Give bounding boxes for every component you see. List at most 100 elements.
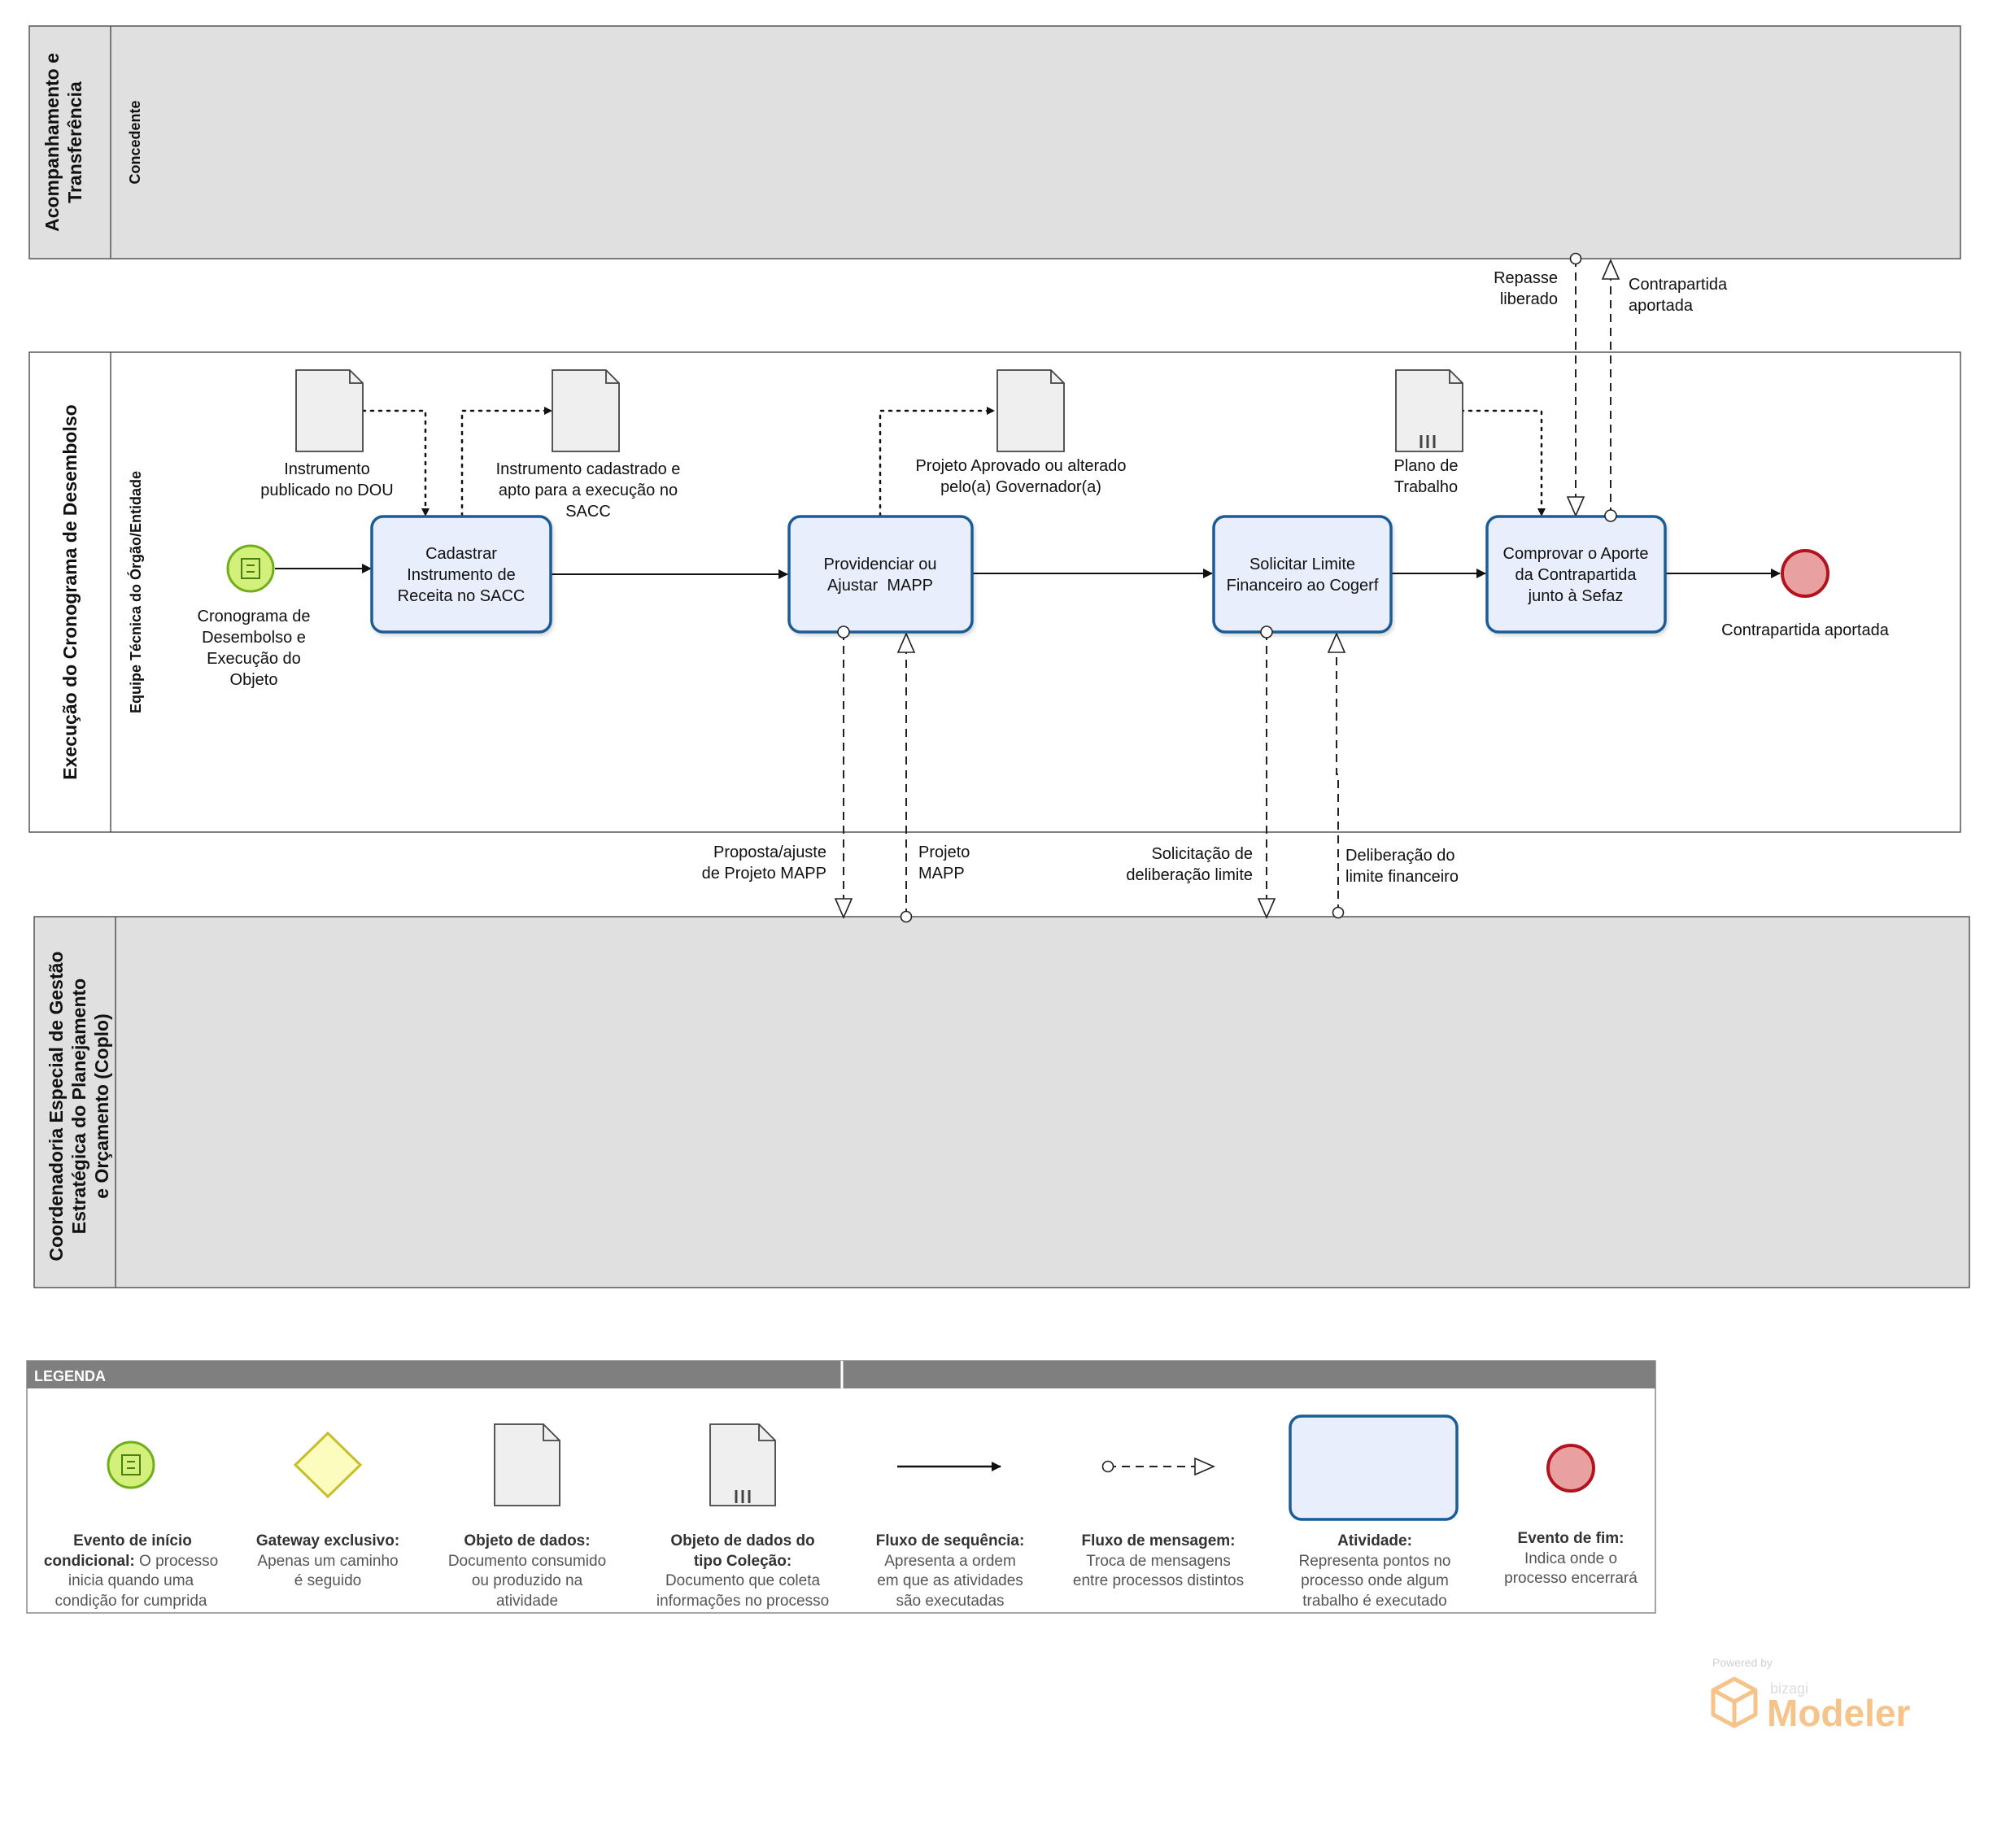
- collection-icon: [1420, 435, 1436, 448]
- instrumento-publicado-label-2: publicado no DOU: [260, 482, 393, 499]
- task-solicitar-line-2: Financeiro ao Cogerf: [1227, 577, 1379, 595]
- legend-activity-desc-3: trabalho é executado: [1302, 1593, 1446, 1610]
- task-comprovar-line-1: Comprovar o Aporte: [1503, 545, 1649, 563]
- task-providenciar[interactable]: Providenciar ou Ajustar MAPP: [787, 515, 974, 634]
- legend-sequence-title: Fluxo de sequência:: [876, 1532, 1025, 1549]
- data-object-instrumento-publicado[interactable]: [295, 369, 364, 452]
- msg-proposta-label-1: Proposta/ajuste: [713, 843, 826, 861]
- assoc-instrumento-publicado[interactable]: [361, 409, 430, 517]
- projeto-aprovado-label-1: Projeto Aprovado ou alterado: [915, 457, 1126, 475]
- plano-trabalho-label-2: Trabalho: [1394, 478, 1458, 496]
- legend-activity-title: Atividade:: [1337, 1532, 1412, 1549]
- task-cadastrar[interactable]: Cadastrar Instrumento de Receita no SACC: [370, 515, 552, 634]
- task-cadastrar-line-1: Cadastrar: [425, 545, 497, 563]
- task-comprovar-line-3: junto à Sefaz: [1528, 587, 1624, 605]
- powered-by-text: Powered by: [1712, 1656, 1773, 1669]
- msg-projeto-mapp-label-2: MAPP: [918, 865, 965, 883]
- legend-collection-desc-1: Documento que coleta: [665, 1572, 821, 1589]
- start-event-label-2: Desembolso e: [202, 629, 306, 647]
- task-solicitar[interactable]: Solicitar Limite Financeiro ao Cogerf: [1212, 515, 1393, 634]
- instrumento-publicado-label-1: Instrumento: [284, 460, 370, 478]
- message-endpoints: [837, 509, 1617, 639]
- legend-data-object-desc-1: Documento consumido: [448, 1553, 606, 1570]
- assoc-plano-trabalho[interactable]: [1459, 409, 1546, 517]
- legend-collection-title-1: Objeto de dados do: [670, 1532, 814, 1549]
- task-comprovar[interactable]: Comprovar o Aporte da Contrapartida junt…: [1485, 515, 1667, 634]
- legend-message-title: Fluxo de mensagem:: [1082, 1532, 1236, 1549]
- legend-item-message: Fluxo de mensagem: Troca de mensagens en…: [1073, 1532, 1244, 1589]
- msg-proposta-label-2: de Projeto MAPP: [702, 865, 826, 883]
- start-event-label-1: Cronograma de: [198, 608, 311, 625]
- legend-end-desc-2: processo encerrará: [1504, 1570, 1638, 1587]
- task-cadastrar-line-3: Receita no SACC: [398, 587, 526, 605]
- pool-title-coordenadoria-1: Coordenadoria Especial de Gestão: [46, 952, 67, 1262]
- legend-item-end: Evento de fim: Indica onde o processo en…: [1504, 1530, 1638, 1587]
- pool-title-coordenadoria-3: e Orçamento (Coplo): [91, 1013, 112, 1198]
- start-event-label-3: Execução do: [207, 650, 301, 668]
- legend-start-desc-1: inicia quando uma: [68, 1572, 194, 1589]
- data-associations: [361, 407, 1546, 517]
- msg-deliberacao-label-1: Deliberação do: [1345, 847, 1455, 865]
- end-event-label: Contrapartida aportada: [1721, 621, 1890, 639]
- pool-title-acompanhamento-1: Acompanhamento e: [41, 53, 63, 232]
- legend-item-sequence: Fluxo de sequência: Apresenta a ordem em…: [876, 1532, 1025, 1610]
- legend-sequence-desc-1: Apresenta a ordem: [884, 1553, 1016, 1570]
- task-comprovar-line-2: da Contrapartida: [1515, 566, 1638, 584]
- msg-deliberacao-label-2: limite financeiro: [1345, 868, 1459, 886]
- msg-contrapartida-label-2: aportada: [1629, 297, 1694, 315]
- legend-end-event-icon: [1546, 1444, 1595, 1493]
- legend-item-collection: Objeto de dados do tipo Coleção: Documen…: [656, 1532, 829, 1610]
- assoc-instrumento-cadastrado[interactable]: [460, 407, 553, 517]
- instrumento-cadastrado-label-3: SACC: [565, 503, 611, 521]
- msg-solicitacao-label-2: deliberação limite: [1126, 866, 1253, 884]
- legend-gateway-desc-2: é seguido: [294, 1572, 361, 1589]
- end-event[interactable]: [1781, 549, 1829, 598]
- pool-coordenadoria: Coordenadoria Especial de Gestão Estraté…: [33, 916, 1970, 1288]
- lane-title-concedente: Concedente: [127, 100, 143, 184]
- legend-start-desc-2: condição for cumprida: [55, 1593, 207, 1610]
- msg-repasse-label-1: Repasse: [1494, 269, 1558, 287]
- legend-activity-icon: [1289, 1414, 1459, 1521]
- pool-acompanhamento: Acompanhamento e Transferência Concedent…: [28, 25, 1961, 259]
- legend-start-title: Evento de início: [73, 1532, 192, 1549]
- legend-item-gateway: Gateway exclusivo: Apenas um caminho é s…: [256, 1532, 399, 1589]
- start-event[interactable]: [226, 544, 275, 593]
- msg-solicitacao-label-1: Solicitação de: [1151, 845, 1253, 863]
- data-object-projeto-aprovado[interactable]: [996, 369, 1065, 452]
- legend-collection-title-2: tipo Coleção:: [694, 1553, 792, 1570]
- instrumento-cadastrado-label-1: Instrumento cadastrado e: [496, 460, 681, 478]
- msg-repasse-label-2: liberado: [1500, 290, 1558, 308]
- legend: LEGENDA: [26, 1360, 1656, 1614]
- task-providenciar-line-1: Providenciar ou: [824, 556, 937, 573]
- legend-message-desc-2: entre processos distintos: [1073, 1572, 1244, 1589]
- legend-gateway-icon: [293, 1431, 363, 1499]
- task-providenciar-line-2: Ajustar MAPP: [827, 577, 933, 595]
- msg-projeto-mapp-label-1: Projeto: [918, 843, 970, 861]
- modeler-brand-text: Modeler: [1767, 1692, 1910, 1734]
- bizagi-logo-icon: [1711, 1676, 1758, 1728]
- legend-sequence-desc-3: são executadas: [896, 1593, 1004, 1610]
- instrumento-cadastrado-label-2: apto para a execução no: [499, 482, 678, 499]
- legend-end-title: Evento de fim:: [1518, 1530, 1624, 1547]
- task-solicitar-line-1: Solicitar Limite: [1249, 556, 1355, 573]
- projeto-aprovado-label-2: pelo(a) Governador(a): [940, 478, 1101, 496]
- assoc-projeto-aprovado[interactable]: [879, 407, 996, 517]
- legend-start-mixed: condicional: O processo: [44, 1553, 218, 1570]
- legend-gateway-title: Gateway exclusivo:: [256, 1532, 399, 1549]
- legend-data-object-icon: [494, 1423, 560, 1506]
- bizagi-brand-text: bizagi: [1770, 1680, 1808, 1697]
- msg-deliberacao-limite[interactable]: [1327, 631, 1346, 919]
- data-object-instrumento-cadastrado[interactable]: [552, 369, 620, 452]
- legend-message-desc-1: Troca de mensagens: [1086, 1553, 1231, 1570]
- lane-title-equipe: Equipe Técnica do Órgão/Entidade: [127, 471, 144, 713]
- pool-title-execucao: Execução do Cronograma de Desembolso: [59, 404, 81, 779]
- task-cadastrar-line-2: Instrumento de: [407, 566, 515, 584]
- data-object-plano-trabalho[interactable]: [1395, 369, 1463, 452]
- pool-title-acompanhamento-2: Transferência: [64, 81, 85, 203]
- legend-data-object-desc-2: ou produzido na: [472, 1572, 583, 1589]
- legend-data-object-desc-3: atividade: [496, 1593, 558, 1610]
- legend-data-object-title: Objeto de dados:: [464, 1532, 590, 1549]
- message-flows: [834, 252, 1620, 923]
- start-event-label-4: Objeto: [230, 671, 278, 689]
